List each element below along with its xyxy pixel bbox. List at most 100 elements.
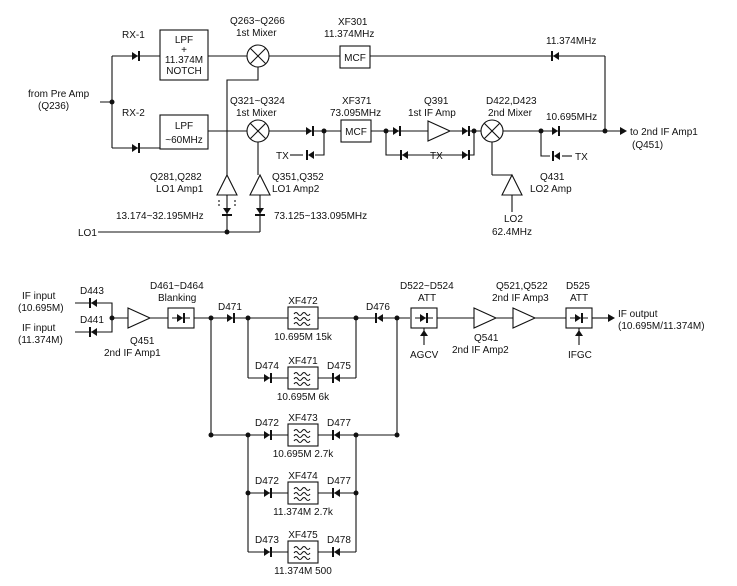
- filter-out-diode: [332, 429, 341, 441]
- mixer1b-label: Q321~Q324: [230, 96, 285, 107]
- att1-desc: ATT: [418, 293, 436, 304]
- lpf1-freq: 11.374M: [165, 55, 203, 66]
- lo2-freq: 62.4MHz: [492, 227, 532, 238]
- filter-in-diode: [263, 546, 272, 558]
- lo1-amp1: [216, 174, 238, 196]
- lo1amp1-label: Q281,Q282: [150, 172, 202, 183]
- rx1-label: RX-1: [122, 30, 145, 41]
- xf371-in-diode: [305, 125, 314, 137]
- q451-desc: 2nd IF Amp1: [104, 348, 161, 359]
- q431-label: Q431: [540, 172, 565, 183]
- if-output-label: IF output: [618, 309, 658, 320]
- lo2-amp: [501, 174, 523, 196]
- filter-spec: 11.374M 500: [274, 566, 332, 577]
- mcf-xf301: [339, 45, 371, 69]
- mixer2: [480, 119, 504, 143]
- mixer1b-desc: 1st Mixer: [236, 108, 277, 119]
- output-sub: (Q451): [632, 140, 663, 151]
- filter-out-diode: [332, 487, 341, 499]
- amp-q521: [512, 307, 536, 329]
- filter-out-diode-label: D477: [327, 476, 351, 487]
- filter-in-diode-label: D474: [255, 361, 279, 372]
- filter-out-diode-label: D478: [327, 535, 351, 546]
- filter-name: XF474: [288, 471, 318, 482]
- mcf-label-2: MCF: [345, 127, 367, 138]
- filter-in-diode: [263, 487, 272, 499]
- ifamp-out-diode: [461, 125, 470, 137]
- d-10695-diode: [551, 125, 560, 137]
- amp-q391: [427, 120, 451, 142]
- xf301-label: XF301: [338, 17, 368, 28]
- mixer1-rx2: [246, 119, 270, 143]
- att2-label: D525: [566, 281, 590, 292]
- d-11374-diode: [551, 50, 560, 62]
- xf371-freq: 73.095MHz: [330, 108, 381, 119]
- mixer1a-desc: 1st Mixer: [236, 28, 277, 39]
- mixer2-desc: 2nd Mixer: [488, 108, 533, 119]
- q391-label: Q391: [424, 96, 449, 107]
- filter-in-diode-label: D473: [255, 535, 279, 546]
- q451-label: Q451: [130, 336, 155, 347]
- if-in-2: IF input: [22, 323, 56, 334]
- filter-name: XF471: [288, 356, 318, 367]
- d471-label: D471: [218, 302, 242, 313]
- if-output-freq: (10.695M/11.374M): [618, 321, 705, 332]
- lpf2-label: LPF: [175, 121, 193, 132]
- lo1-diode-2: [254, 207, 266, 216]
- filter-spec: 10.695M 6k: [277, 392, 330, 403]
- filter-spec: 10.695M 15k: [274, 332, 333, 343]
- ifamp-bypass-diode-2: [461, 149, 470, 161]
- amp-q541: [473, 307, 497, 329]
- lo2-label: LO2: [504, 214, 523, 225]
- lo1-range-2: 73.125~133.095MHz: [274, 211, 367, 222]
- att1-box: [410, 307, 438, 329]
- bottom-section: IF input (10.695M) IF input (11.374M) D4…: [18, 281, 705, 577]
- filter-in-diode-label: D472: [255, 418, 279, 429]
- lo1-diode-1: [221, 207, 233, 216]
- mcf-label-1: MCF: [344, 53, 366, 64]
- mixer1a-label: Q263~Q266: [230, 16, 285, 27]
- tx1-label: TX: [276, 151, 289, 162]
- filter-in-diode-label: D472: [255, 476, 279, 487]
- mixer1-rx1: [246, 44, 270, 68]
- xf301-freq: 11.374MHz: [324, 29, 374, 40]
- crystal-filter-icon: [287, 540, 319, 564]
- d443-label: D443: [80, 286, 104, 297]
- top-section: from Pre Amp (Q236) RX-1 RX-2 LPF + 11.3…: [28, 16, 698, 239]
- freq-11374-label: 11.374MHz: [546, 36, 596, 47]
- d476-label: D476: [366, 302, 390, 313]
- lo1amp1-desc: LO1 Amp1: [156, 184, 204, 195]
- d443-diode: [89, 297, 98, 309]
- q391-desc: 1st IF Amp: [408, 108, 456, 119]
- filter-name: XF473: [288, 413, 318, 424]
- lpf1-plus: +: [181, 45, 187, 56]
- tx2-label: TX: [430, 151, 443, 162]
- lo1amp2-desc: LO1 Amp2: [272, 184, 320, 195]
- d441-label: D441: [80, 315, 104, 326]
- freq-10695-label: 10.695MHz: [546, 112, 597, 123]
- xf371-label: XF371: [342, 96, 372, 107]
- rx1-diode: [131, 50, 140, 62]
- filter-out-diode: [332, 372, 341, 384]
- att2-box: [565, 307, 593, 329]
- crystal-filter-icon: [287, 366, 319, 390]
- tx3-label: TX: [575, 152, 588, 163]
- agcv-label: AGCV: [410, 350, 439, 361]
- filter-name: XF472: [288, 296, 318, 307]
- ifamp-bypass-diode-1: [400, 149, 409, 161]
- mixer2-label: D422,D423: [486, 96, 537, 107]
- d476-diode: [375, 312, 384, 324]
- filter-out-diode-label: D477: [327, 418, 351, 429]
- filter-in-diode: [263, 372, 272, 384]
- if-in-2-freq: (11.374M): [18, 335, 63, 346]
- blanking-label: D461~D464: [150, 281, 204, 292]
- output-label: to 2nd IF Amp1: [630, 127, 698, 138]
- d441-diode: [89, 326, 98, 338]
- q521-desc: 2nd IF Amp3: [492, 293, 549, 304]
- input-label: from Pre Amp: [28, 89, 90, 100]
- filter-out-diode-label: D475: [327, 361, 351, 372]
- ifamp-in-diode: [392, 125, 401, 137]
- lpf-notch-box: [159, 29, 209, 81]
